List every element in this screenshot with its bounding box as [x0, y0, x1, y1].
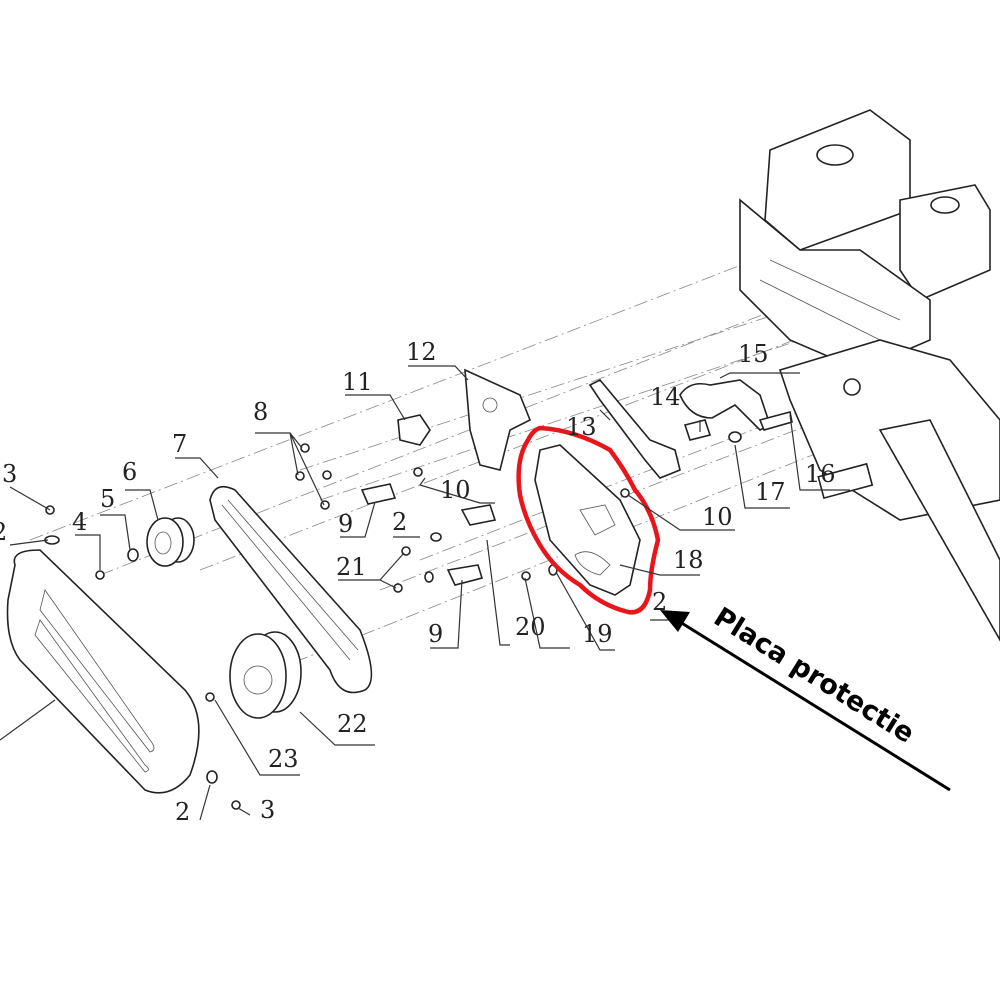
label-7: 7	[172, 430, 187, 458]
label-9: 9	[428, 620, 443, 648]
label-2: 2	[0, 518, 7, 546]
label-10: 10	[702, 503, 733, 531]
label-2: 2	[652, 588, 667, 616]
annotation-arrow	[660, 610, 951, 792]
belt-cover	[6, 549, 200, 794]
highlight-outline	[516, 425, 661, 615]
label-5: 5	[100, 485, 115, 513]
pulley-small	[146, 517, 195, 567]
label-23: 23	[268, 745, 299, 773]
engine-assembly	[739, 109, 1000, 642]
label-17: 17	[755, 478, 786, 506]
pulley-large	[229, 631, 302, 719]
label-9: 9	[338, 510, 353, 538]
label-15: 15	[738, 340, 769, 368]
part-labels: 3 2 4 5 6 7 8 11 12 9 2 10 21 9 20 19 13…	[0, 338, 836, 826]
label-10: 10	[440, 476, 471, 504]
label-2: 2	[175, 798, 190, 826]
label-22: 22	[337, 710, 368, 738]
label-4: 4	[72, 508, 87, 536]
label-3: 3	[2, 460, 17, 488]
annotation-label: Placa protectie	[708, 602, 919, 750]
leader-lines	[0, 365, 850, 821]
label-14: 14	[650, 383, 681, 411]
protection-plate	[534, 444, 641, 596]
label-21: 21	[336, 553, 367, 581]
label-8: 8	[253, 398, 268, 426]
label-6: 6	[122, 458, 137, 486]
label-20: 20	[515, 613, 546, 641]
brackets	[360, 368, 793, 586]
v-belt	[209, 485, 373, 694]
label-3: 3	[260, 796, 275, 824]
label-19: 19	[582, 620, 613, 648]
label-2: 2	[392, 508, 407, 536]
label-18: 18	[673, 546, 704, 574]
label-11: 11	[342, 368, 373, 396]
label-16: 16	[805, 460, 836, 488]
label-13: 13	[566, 413, 597, 441]
label-12: 12	[406, 338, 437, 366]
